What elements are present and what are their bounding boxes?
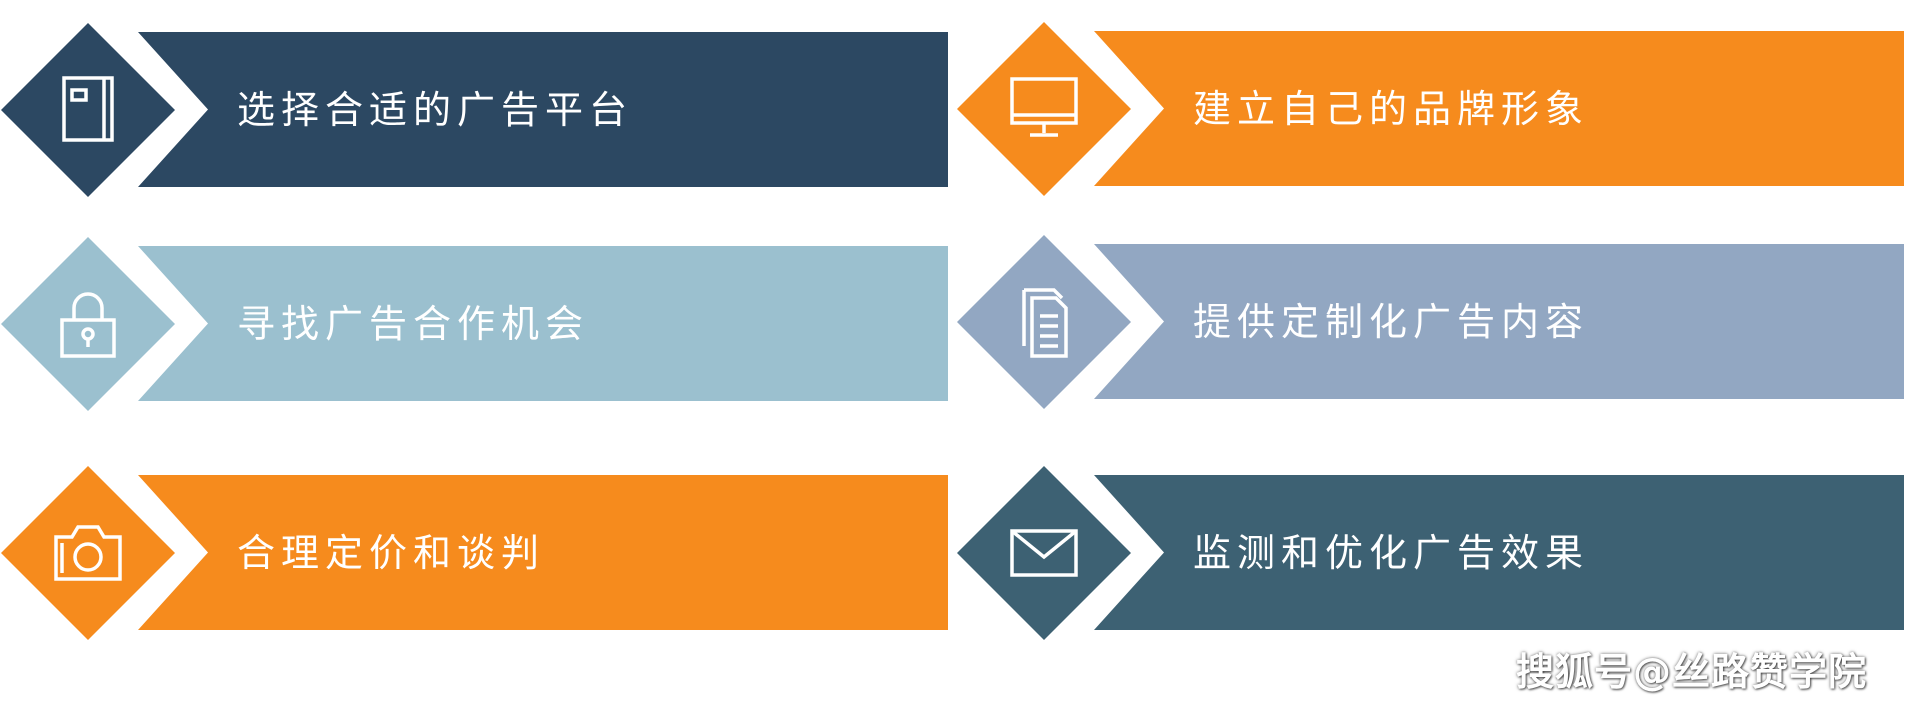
step-label: 提供定制化广告内容 <box>1193 300 1590 344</box>
step-diamond <box>1 466 175 640</box>
step-bar <box>138 475 948 630</box>
step-label: 建立自己的品牌形象 <box>1193 87 1590 131</box>
step-label: 选择合适的广告平台 <box>237 88 634 132</box>
step-bar <box>138 246 948 401</box>
step-bar <box>1094 31 1904 186</box>
envelope-icon <box>1004 513 1084 593</box>
step-bar <box>1094 475 1904 630</box>
step-pricing-negotiation: 合理定价和谈判 <box>0 463 950 643</box>
step-bar <box>1094 244 1904 399</box>
step-custom-content: 提供定制化广告内容 <box>956 232 1905 412</box>
step-label: 监测和优化广告效果 <box>1193 531 1590 575</box>
documents-icon <box>1004 282 1084 362</box>
monitor-icon <box>1004 69 1084 149</box>
lock-icon <box>48 284 128 364</box>
watermark: 搜狐号@丝路赞学院 <box>1515 650 1867 694</box>
camera-icon <box>48 513 128 593</box>
step-build-brand: 建立自己的品牌形象 <box>956 19 1905 199</box>
step-diamond <box>957 22 1131 196</box>
step-diamond <box>957 235 1131 409</box>
book-icon <box>48 70 128 150</box>
step-find-cooperation: 寻找广告合作机会 <box>0 234 950 414</box>
step-label: 寻找广告合作机会 <box>237 302 590 346</box>
step-diamond <box>1 237 175 411</box>
step-diamond <box>1 23 175 197</box>
step-monitor-optimize: 监测和优化广告效果 <box>956 463 1905 643</box>
step-select-platform: 选择合适的广告平台 <box>0 20 950 200</box>
step-bar <box>138 32 948 187</box>
step-label: 合理定价和谈判 <box>237 531 546 575</box>
step-diamond <box>957 466 1131 640</box>
